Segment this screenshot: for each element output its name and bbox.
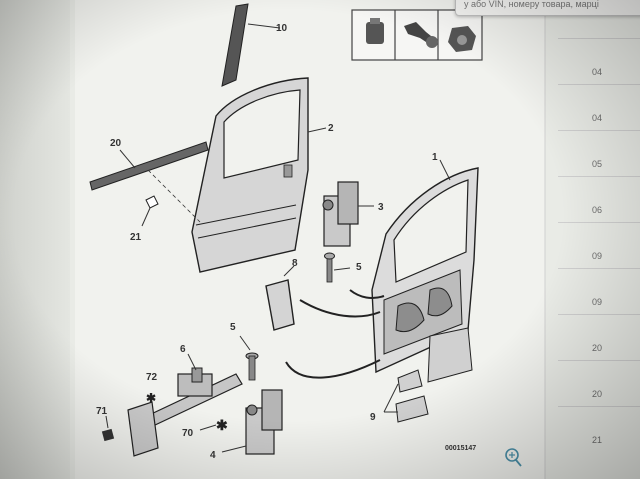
part-71-washer [101,415,115,442]
table-row[interactable]: 05 [558,130,640,177]
drawing-code: 00015147 [445,445,476,452]
table-row[interactable]: 04 [558,38,640,85]
table-row[interactable]: 21 [558,406,640,453]
table-cell: 04 [592,113,603,123]
part-1-door-frame [371,159,479,374]
search-input[interactable]: у або VIN, номеру товара, марці [455,0,640,16]
callout-70: 70 [182,428,194,439]
part-10-window-seal [221,3,281,87]
nut-icon [448,26,476,52]
bolt-icon [404,22,438,48]
callout-2: 2 [328,123,334,134]
callout-72: 72 [146,372,158,383]
parts-group-table: 04 04 05 06 09 09 20 20 21 [558,38,640,479]
table-cell: 20 [592,389,603,399]
part-21-clip [141,195,159,227]
table-row[interactable]: 09 [558,222,640,269]
table-cell: 21 [592,435,603,445]
part-6-check-strap [127,353,243,457]
part-5-bolt-lower [239,335,259,381]
part-2-door-panel [191,77,327,273]
fastener-icons-panel [351,9,483,61]
part-72-screw: ✱ [146,391,156,405]
callout-3: 3 [378,202,384,213]
callout-1: 1 [432,152,438,163]
callout-5-lower: 5 [230,322,236,333]
part-3-upper-hinge [322,181,374,247]
part-4-lower-hinge [221,389,283,455]
table-cell: 20 [592,343,603,353]
table-row[interactable]: 20 [558,360,640,407]
zoom-in-icon[interactable] [505,448,522,467]
table-cell: 06 [592,205,603,215]
part-9-panels [383,327,473,423]
part-70-screw: ✱ [199,417,228,433]
part-5-bolt-upper [324,252,351,283]
table-row[interactable]: 09 [558,268,640,315]
part-8-pad [265,265,295,331]
callout-4: 4 [210,450,216,461]
table-row[interactable]: 20 [558,314,640,361]
callout-8: 8 [292,258,298,269]
table-row[interactable]: 04 [558,84,640,131]
search-placeholder: у або VIN, номеру товара, марці [464,0,599,9]
callout-21: 21 [130,232,142,243]
callout-9: 9 [370,412,376,423]
callout-6: 6 [180,344,186,355]
svg-text:✱: ✱ [216,417,228,433]
monitor-edge [0,0,70,479]
table-row[interactable]: 06 [558,176,640,223]
callout-71: 71 [96,406,108,417]
part-20-moulding [89,141,209,223]
callout-20: 20 [110,138,122,149]
table-cell: 09 [592,297,603,307]
svg-text:✱: ✱ [146,391,156,405]
clip-icon [366,18,384,44]
table-cell: 04 [592,67,603,77]
callout-10: 10 [276,23,288,34]
table-cell: 05 [592,159,603,169]
table-cell: 09 [592,251,603,261]
callout-5-upper: 5 [356,262,362,273]
